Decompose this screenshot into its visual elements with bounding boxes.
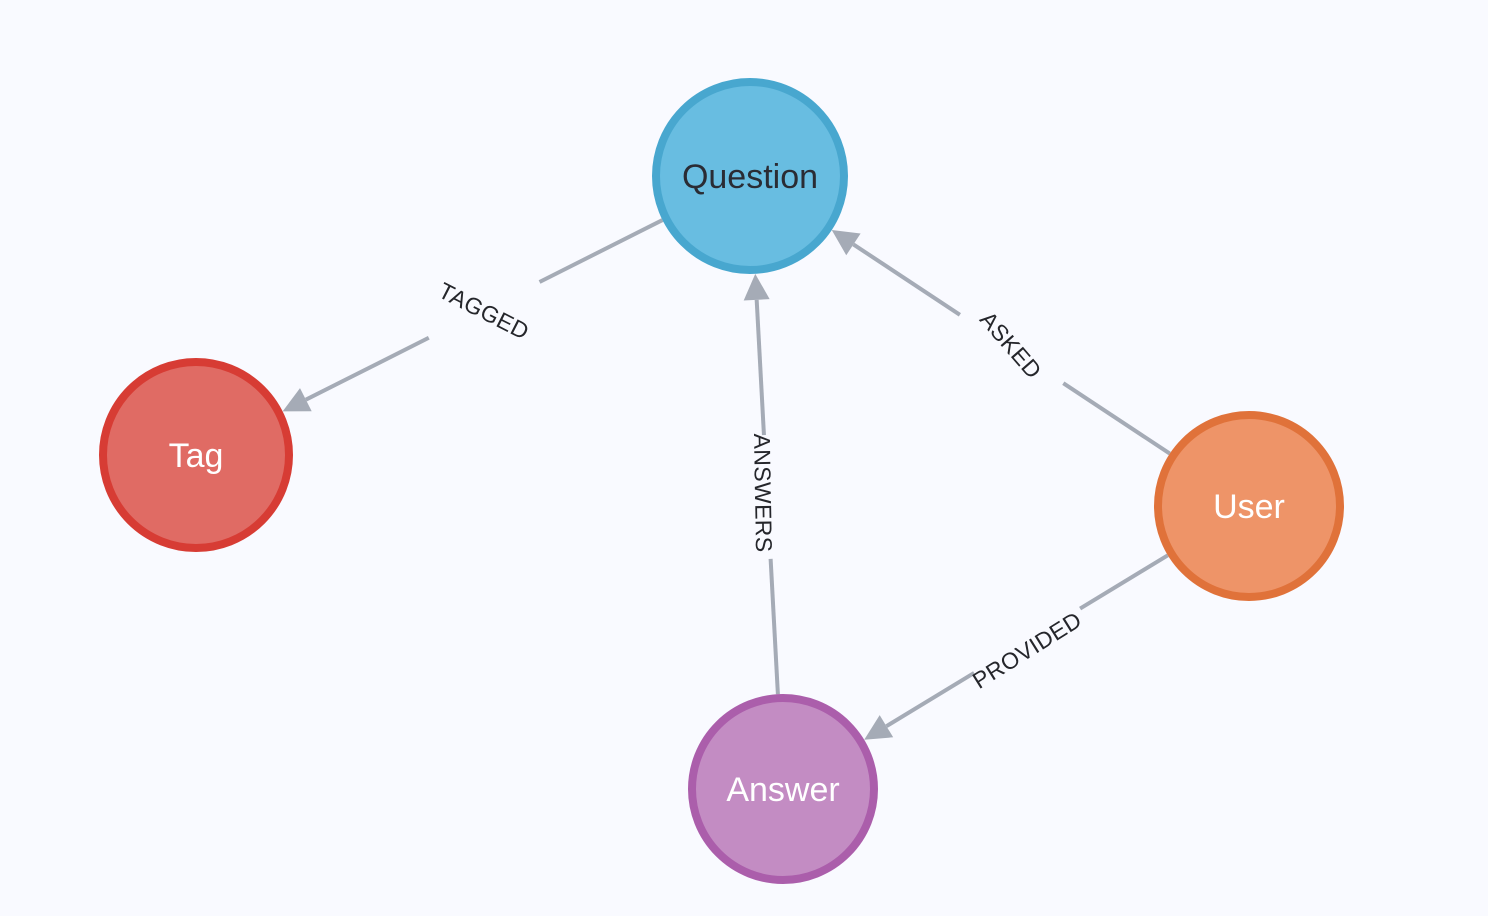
relationship-answers[interactable]	[743, 273, 780, 695]
relationship-line	[768, 558, 780, 695]
relationship-label-provided: PROVIDED	[968, 606, 1086, 693]
relationship-provided[interactable]	[864, 553, 1169, 740]
node-circle-answer[interactable]	[688, 694, 878, 884]
relationship-line	[852, 242, 961, 317]
relationship-tagged[interactable]	[282, 218, 664, 412]
relationship-line	[304, 335, 430, 402]
relationship-line	[538, 218, 664, 284]
node-circle-user[interactable]	[1154, 411, 1344, 601]
relationship-label-tagged: TAGGED	[435, 277, 534, 345]
relationship-arrowhead	[864, 715, 894, 740]
relationship-arrowhead	[282, 388, 312, 412]
relationship-asked[interactable]	[831, 230, 1171, 456]
relationship-arrowhead	[743, 273, 770, 301]
node-question[interactable]: Question	[652, 78, 848, 274]
node-circle-question[interactable]	[652, 78, 848, 274]
node-circle-tag[interactable]	[99, 358, 293, 552]
relationship-label-answers: ANSWERS	[749, 433, 777, 553]
relationship-label-asked: ASKED	[975, 306, 1047, 383]
relationship-line	[885, 671, 976, 728]
relationships-layer	[282, 218, 1171, 740]
relationship-line	[1062, 381, 1171, 456]
node-user[interactable]: User	[1154, 411, 1344, 601]
relationship-line	[754, 299, 766, 436]
node-tag[interactable]: Tag	[99, 358, 293, 552]
relationship-arrowhead	[831, 230, 861, 256]
node-answer[interactable]: Answer	[688, 694, 878, 884]
relationship-line	[1079, 553, 1169, 611]
